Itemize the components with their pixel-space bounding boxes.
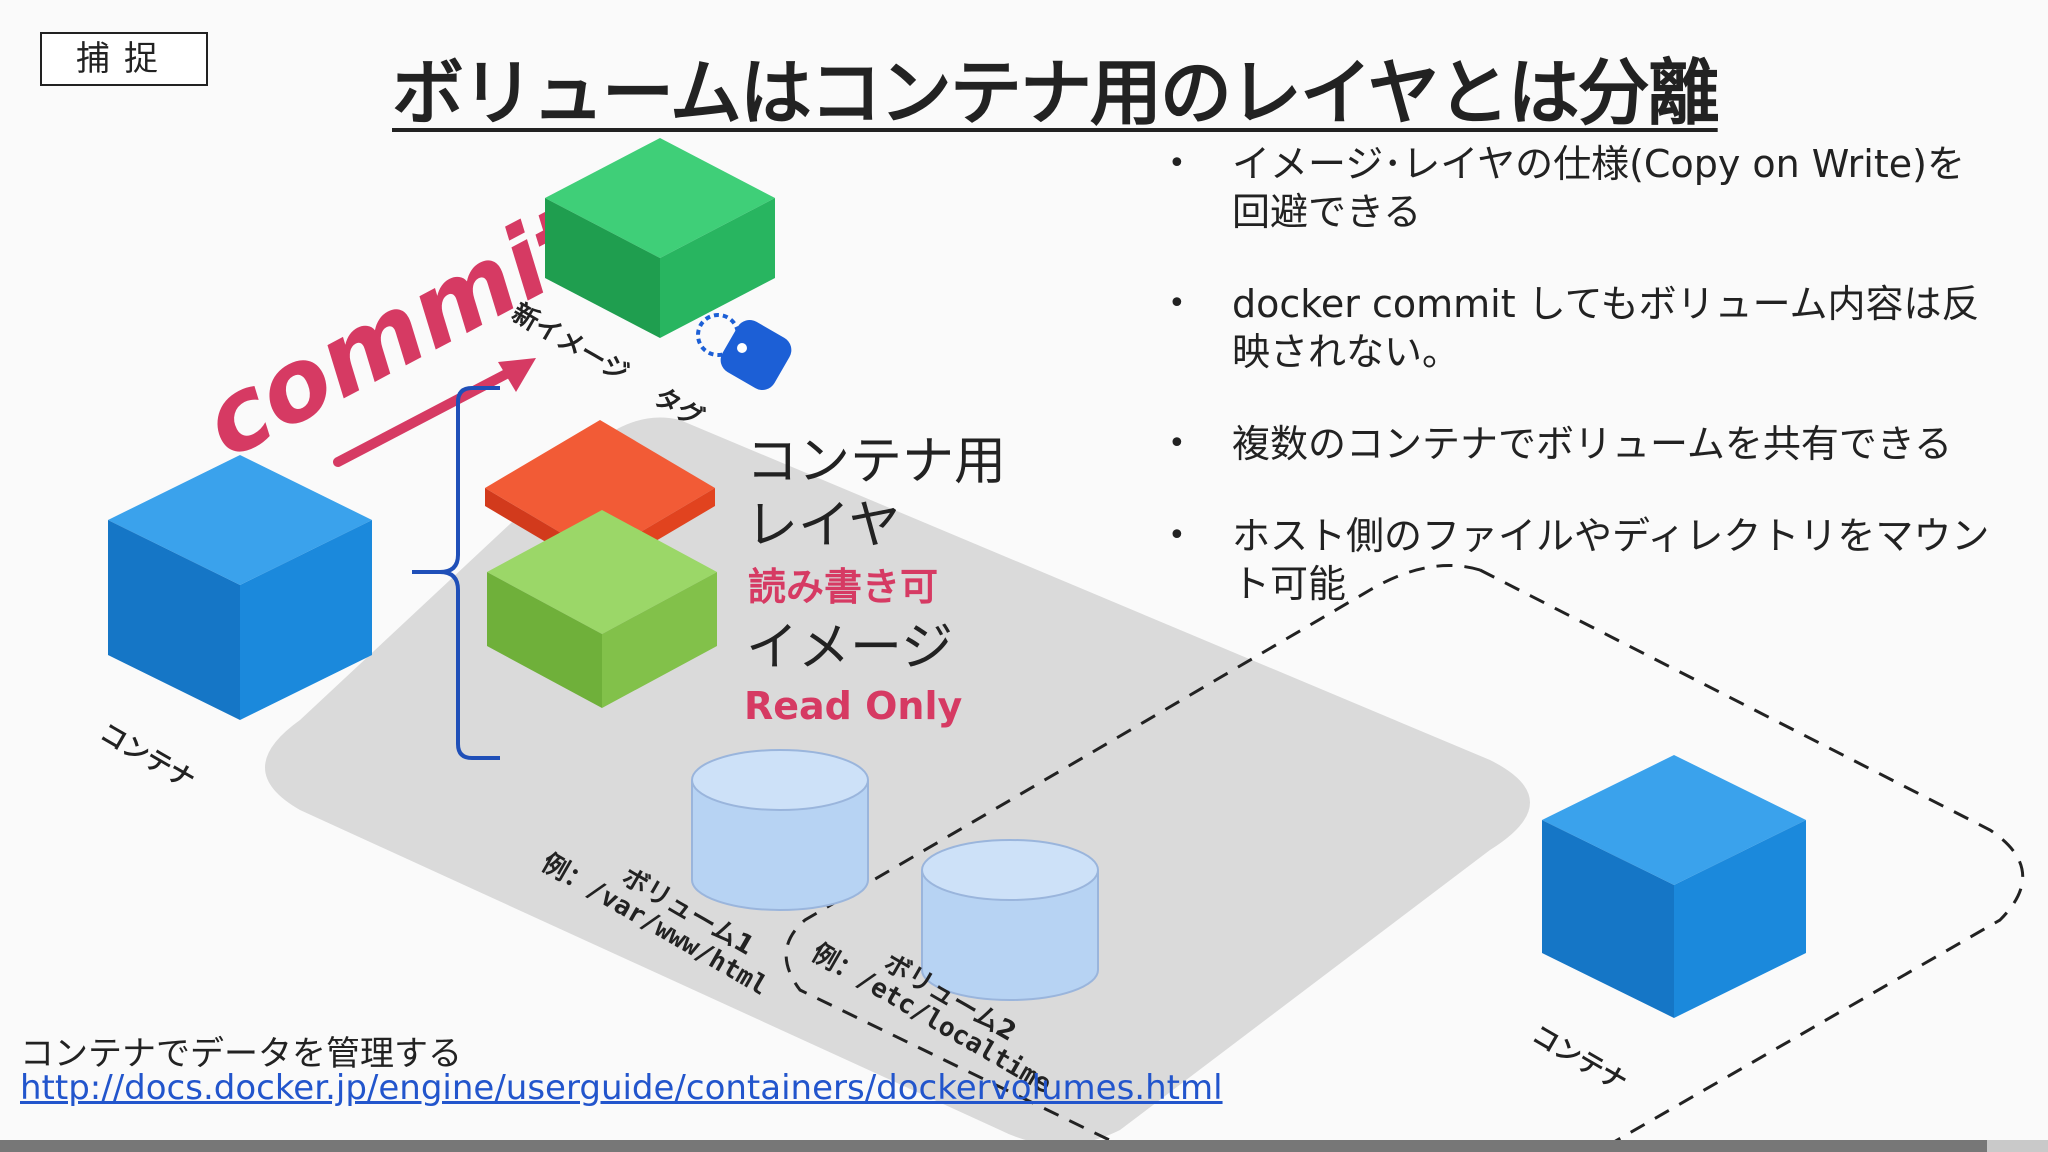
- bullet-dot: •: [1168, 518, 1186, 553]
- container-right-cube: [1542, 755, 1806, 1018]
- image-layer-cube: [487, 510, 717, 708]
- volume2-cylinder: [921, 839, 1099, 1001]
- bullet-dot: •: [1168, 286, 1186, 321]
- container-layer-label-line1: コンテナ用: [746, 432, 1007, 492]
- container-left-cube: [108, 455, 372, 720]
- layer-brace: [412, 386, 500, 760]
- bullet-dot: •: [1168, 146, 1186, 181]
- bullet-dot: •: [1168, 426, 1186, 461]
- container-layer-mode: 読み書き可: [748, 565, 939, 609]
- container-left-label: コンテナ: [95, 718, 200, 796]
- slide-title: ボリュームはコンテナ用のレイヤとは分離: [392, 51, 1720, 135]
- bullet-text: イメージ･レイヤの仕様(Copy on Write)を回避できる: [1232, 142, 1965, 234]
- container-right-label: コンテナ: [1527, 1020, 1632, 1098]
- image-layer-mode: Read Only: [744, 684, 963, 728]
- feature-bullets: • イメージ･レイヤの仕様(Copy on Write)を回避できる • docke…: [1160, 140, 2000, 652]
- bullet-item: • docker commit してもボリューム内容は反映されない。: [1160, 280, 2000, 376]
- host-mount-region: [784, 564, 2025, 1152]
- slide-progress-fill: [0, 1140, 1987, 1152]
- bullet-item: • 複数のコンテナでボリュームを共有できる: [1160, 420, 2000, 468]
- reference-link[interactable]: http://docs.docker.jp/engine/userguide/c…: [20, 1068, 1223, 1108]
- bullet-text: ホスト側のファイルやディレクトリをマウント可能: [1232, 514, 1990, 606]
- new-image-cube: [545, 138, 775, 338]
- image-layer-label: イメージ: [746, 618, 953, 678]
- bullet-item: • ホスト側のファイルやディレクトリをマウント可能: [1160, 512, 2000, 608]
- bullet-text: docker commit してもボリューム内容は反映されない。: [1232, 282, 1980, 374]
- bullet-item: • イメージ･レイヤの仕様(Copy on Write)を回避できる: [1160, 140, 2000, 236]
- tag-icon: [696, 313, 792, 390]
- reference-text: コンテナでデータを管理する: [20, 1034, 462, 1074]
- bullet-text: 複数のコンテナでボリュームを共有できる: [1232, 422, 1953, 466]
- section-tag: 捕捉: [40, 32, 208, 86]
- container-layer-label-line2: レイヤ: [746, 496, 901, 556]
- slide-progress-bar: [0, 1140, 2048, 1152]
- volume1-cylinder: [691, 749, 869, 911]
